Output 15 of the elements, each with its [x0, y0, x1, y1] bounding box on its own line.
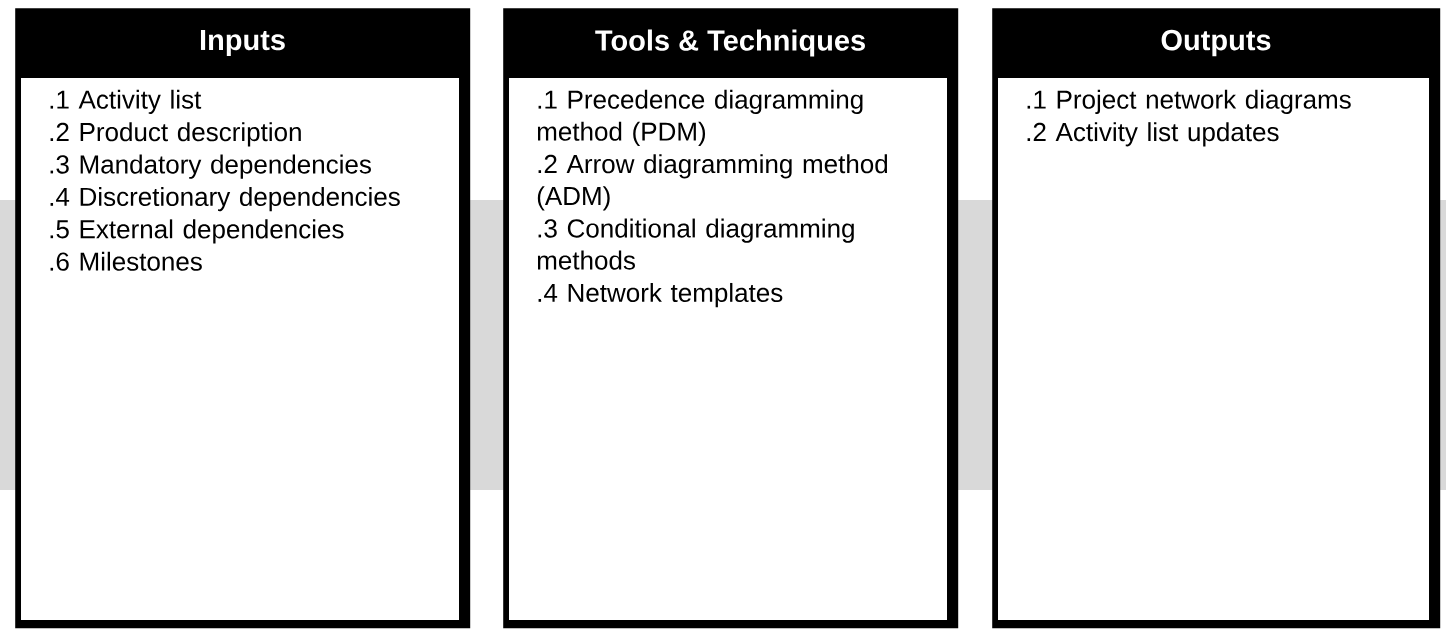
list-item: .2 Activity list updates [1027, 122, 1279, 147]
list-item: .1 Precedence diagramming method (PDM) [537, 89, 863, 146]
list-item: .4 Discretionary dependencies [50, 186, 400, 212]
list-item: .1 Activity list [50, 89, 202, 114]
list-item: .2 Product description [50, 122, 301, 147]
list-item: .3 Mandatory dependencies [50, 154, 371, 179]
list-item: .3 Conditional diagramming methods [537, 218, 854, 270]
list-item: .6 Milestones [50, 251, 202, 271]
panel-title: Tools & Techniques [595, 29, 865, 57]
panel-title: Inputs [200, 30, 285, 56]
list-item: .5 External dependencies [50, 219, 344, 244]
list-item: .2 Arrow diagramming method (ADM) [537, 154, 888, 211]
list-item: .1 Project network diagrams [1027, 89, 1351, 114]
panel-title: Outputs [1161, 29, 1271, 57]
list-item: .4 Network templates [538, 282, 783, 308]
